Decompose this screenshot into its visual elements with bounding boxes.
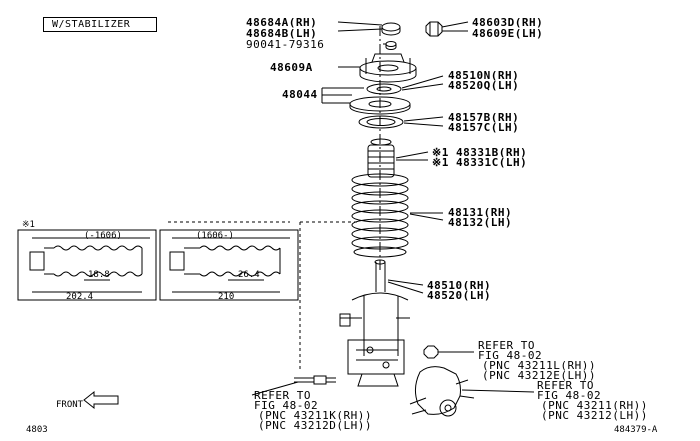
refer-line: FIG 48-02	[254, 399, 319, 412]
label-48603D: 48603D(RH)	[472, 16, 544, 29]
dust-cap-part	[381, 22, 401, 36]
refer-line: (PNC 43211L(RH))	[482, 359, 596, 372]
label-48132: 48132(LH)	[448, 216, 513, 229]
refer-line: (PNC 43212(LH))	[541, 409, 648, 422]
steering-knuckle-part	[409, 366, 475, 417]
front-arrow-icon	[83, 390, 119, 410]
inset-left-dim-small: 18.8	[88, 270, 110, 280]
suspension-support-part	[359, 53, 417, 83]
refer-line: REFER TO	[537, 379, 594, 392]
label-48331B: ※1 48331B(RH)	[432, 146, 528, 159]
variant-box: W/STABILIZER	[43, 17, 157, 32]
label-48684A: 48684A(RH)	[246, 16, 318, 29]
refer-line: (PNC 43211K(RH))	[258, 409, 372, 422]
refer-line: FIG 48-02	[478, 349, 543, 362]
label-48684B: 48684B(LH)	[246, 27, 318, 40]
coil-spring-part	[351, 173, 409, 258]
label-48157C: 48157C(LH)	[448, 121, 520, 134]
label-48520: 48520(LH)	[427, 289, 492, 302]
label-48609E: 48609E(LH)	[472, 27, 544, 40]
figure-number: 484379-A	[614, 425, 658, 435]
shock-absorber-part	[339, 259, 410, 387]
label-48157B: 48157B(RH)	[448, 111, 520, 124]
page-number: 4803	[26, 425, 48, 435]
lock-nut-part	[385, 41, 397, 50]
inset-mark: ※1	[22, 220, 35, 230]
variant-label: W/STABILIZER	[52, 19, 131, 30]
refer-line: (PNC 43212E(LH))	[482, 369, 596, 382]
bumper-part	[367, 138, 395, 178]
spring-insulator-part	[358, 115, 404, 129]
label-48520Q: 48520Q(LH)	[448, 79, 520, 92]
inset-right-dim-small: 26.4	[238, 270, 260, 280]
label-48609A: 48609A	[270, 61, 313, 74]
refer-line: (PNC 43211(RH))	[541, 399, 648, 412]
inset-left-dim-total: 202.4	[66, 292, 94, 302]
nut-part	[425, 21, 443, 37]
front-label: FRONT	[56, 400, 84, 410]
label-48044: 48044	[282, 88, 318, 101]
boot-left-drawing	[29, 237, 150, 293]
refer-line: FIG 48-02	[537, 389, 602, 402]
label-90041: 90041-79316	[246, 38, 325, 51]
inset-right-code: (1606-)	[196, 231, 234, 241]
refer-line: REFER TO	[478, 339, 535, 352]
label-48331C: ※1 48331C(LH)	[432, 156, 528, 169]
inset-drawings	[17, 229, 299, 301]
inset-right-dim-total: 210	[218, 292, 235, 302]
bearing-part	[366, 83, 402, 95]
inset-left-code: (-1606)	[84, 231, 122, 241]
boot-right-drawing	[169, 237, 290, 293]
label-48510: 48510(RH)	[427, 279, 492, 292]
bolt-part	[294, 375, 336, 385]
nut-small-part	[423, 345, 439, 359]
refer-line: REFER TO	[254, 389, 311, 402]
label-48510N: 48510N(RH)	[448, 69, 520, 82]
label-48131: 48131(RH)	[448, 206, 513, 219]
upper-spring-seat-part	[349, 96, 411, 115]
refer-line: (PNC 43212D(LH))	[258, 419, 372, 432]
